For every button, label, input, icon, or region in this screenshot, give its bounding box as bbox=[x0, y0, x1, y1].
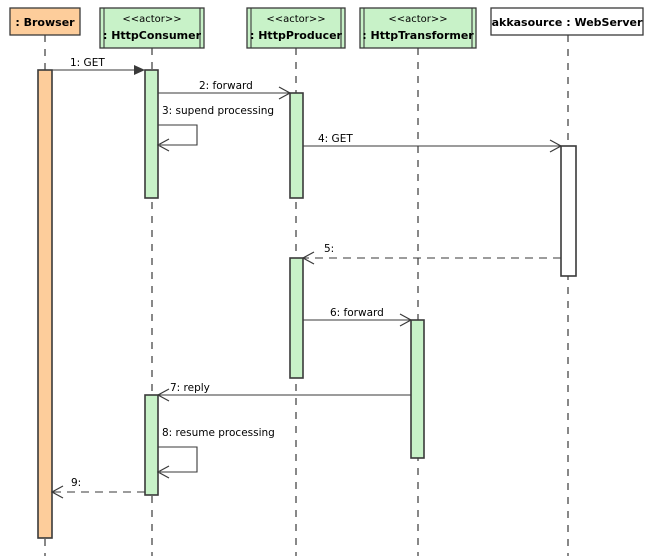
message-7-arrowhead bbox=[156, 388, 170, 402]
message-9-label: 9: bbox=[71, 477, 81, 489]
messages-layer: 1: GET 2: forward 3: supend processing 4… bbox=[45, 57, 563, 499]
message-5-arrowhead bbox=[301, 251, 315, 265]
message-7-reply[interactable]: 7: reply bbox=[156, 382, 411, 402]
activations-layer bbox=[37, 69, 577, 539]
message-6-label: 6: forward bbox=[330, 307, 384, 319]
message-3-supend-processing[interactable]: 3: supend processing bbox=[156, 105, 274, 152]
message-8-resume-processing[interactable]: 8: resume processing bbox=[156, 427, 275, 479]
message-8-label: 8: resume processing bbox=[162, 427, 275, 439]
message-2-label: 2: forward bbox=[199, 80, 253, 92]
message-4-get[interactable]: 4: GET bbox=[303, 133, 563, 153]
activation-http-producer-2 bbox=[289, 257, 304, 379]
participant-http-transformer-stereotype: <<actor>> bbox=[388, 14, 447, 25]
message-1-label: 1: GET bbox=[70, 57, 105, 69]
participant-heads-layer: : Browser <<actor>> : HttpConsumer <<act… bbox=[9, 7, 644, 49]
participant-browser[interactable]: : Browser bbox=[9, 7, 81, 36]
message-4-arrowhead bbox=[549, 139, 563, 153]
message-1-get[interactable]: 1: GET bbox=[45, 57, 145, 75]
participant-browser-box bbox=[9, 7, 81, 36]
participant-web-server[interactable]: akkasource : WebServer bbox=[490, 7, 644, 36]
participant-http-producer-label: : HttpProducer bbox=[250, 29, 343, 42]
message-8-arrowhead bbox=[156, 465, 170, 479]
participant-http-producer-box bbox=[246, 7, 346, 49]
activation-http-consumer-1 bbox=[144, 69, 159, 199]
participant-http-transformer[interactable]: <<actor>> : HttpTransformer bbox=[359, 7, 477, 49]
message-3-line bbox=[158, 124, 198, 146]
message-5-label: 5: bbox=[324, 243, 334, 255]
participant-http-consumer-box bbox=[99, 7, 205, 49]
message-7-label: 7: reply bbox=[170, 382, 210, 394]
participant-http-producer-stereotype: <<actor>> bbox=[266, 14, 325, 25]
message-8-line bbox=[158, 446, 198, 473]
message-4-label: 4: GET bbox=[318, 133, 353, 145]
lifelines-layer bbox=[44, 35, 569, 556]
participant-http-transformer-label: : HttpTransformer bbox=[362, 29, 474, 42]
message-5-return[interactable]: 5: bbox=[301, 243, 561, 265]
message-9-arrowhead bbox=[50, 485, 64, 499]
participant-http-producer[interactable]: <<actor>> : HttpProducer bbox=[246, 7, 346, 49]
participant-http-consumer-label: : HttpConsumer bbox=[103, 29, 202, 42]
message-6-arrowhead bbox=[399, 313, 413, 327]
activation-http-consumer-2 bbox=[144, 394, 159, 496]
participant-browser-label: : Browser bbox=[15, 16, 75, 29]
participant-web-server-label: akkasource : WebServer bbox=[492, 16, 643, 29]
participant-web-server-box bbox=[490, 7, 644, 36]
message-2-arrowhead bbox=[278, 86, 292, 100]
message-1-arrowhead bbox=[134, 65, 145, 75]
message-3-arrowhead bbox=[156, 138, 170, 152]
participant-http-consumer[interactable]: <<actor>> : HttpConsumer bbox=[99, 7, 205, 49]
activation-browser bbox=[37, 69, 53, 539]
message-3-label: 3: supend processing bbox=[162, 105, 274, 117]
message-9-return[interactable]: 9: bbox=[50, 477, 145, 499]
participant-http-consumer-stereotype: <<actor>> bbox=[122, 14, 181, 25]
activation-http-producer-1 bbox=[289, 92, 304, 199]
participant-http-transformer-box bbox=[359, 7, 477, 49]
message-6-forward[interactable]: 6: forward bbox=[303, 307, 413, 327]
message-2-forward[interactable]: 2: forward bbox=[158, 80, 292, 100]
activation-web-server-1 bbox=[560, 145, 577, 277]
activation-http-transformer-1 bbox=[410, 319, 425, 459]
